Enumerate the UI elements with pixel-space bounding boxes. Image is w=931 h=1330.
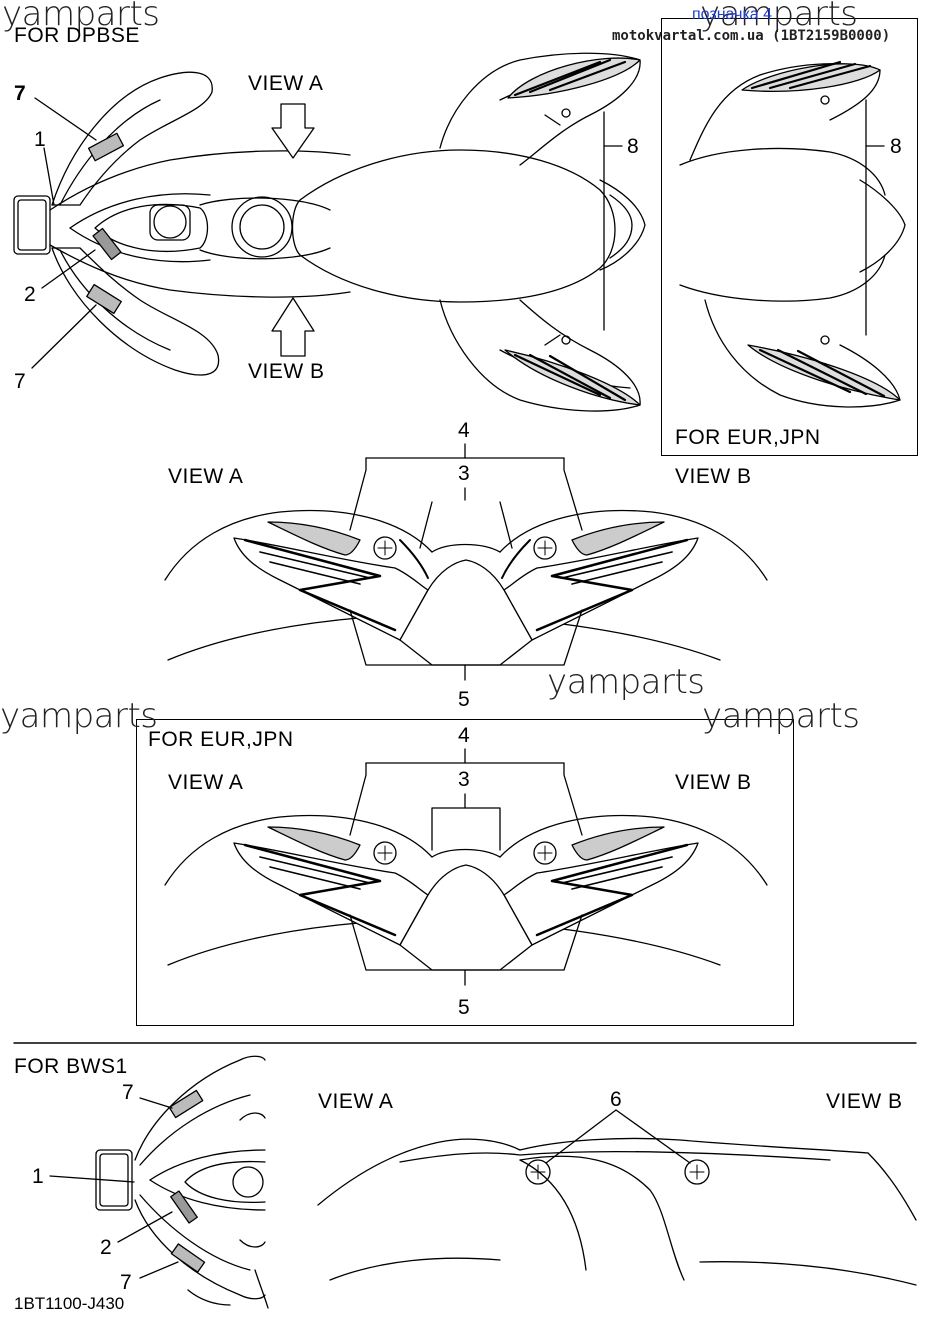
callout-7: 7: [14, 370, 26, 393]
watermark: yamparts: [702, 696, 860, 736]
view-b-label: VIEW B: [675, 771, 752, 794]
callout-2: 2: [24, 283, 36, 306]
watermark: yamparts: [700, 0, 858, 34]
eur-jpn-mid-box: [136, 719, 794, 1026]
callout-5: 5: [458, 996, 470, 1019]
for-eur-jpn-label: FOR EUR,JPN: [675, 426, 821, 449]
view-b-label: VIEW B: [826, 1090, 903, 1113]
callout-4: 4: [458, 419, 470, 442]
for-eur-jpn-label: FOR EUR,JPN: [148, 728, 294, 751]
callout-1: 1: [32, 1165, 44, 1188]
atv-body-top-view: [13, 52, 646, 412]
callout-1: 1: [34, 128, 46, 151]
callout-6: 6: [610, 1088, 622, 1111]
diagram-code: 1BT1100-J430: [14, 1294, 125, 1313]
eur-jpn-top-box: [661, 18, 918, 456]
callout-3: 3: [458, 462, 470, 485]
view-a-label: VIEW A: [168, 771, 244, 794]
site-link[interactable]: motokvartal.com.ua (1BT2159B0000): [612, 28, 891, 44]
bws1-view-a-b: [317, 1109, 917, 1286]
eur-jpn-rear-view: [679, 60, 906, 408]
watermark: yamparts: [547, 662, 705, 702]
watermark: yamparts: [0, 696, 158, 736]
view-b-label: VIEW B: [675, 465, 752, 488]
watermark: yamparts: [2, 0, 160, 34]
view-a-label: VIEW A: [248, 72, 324, 95]
callout-4: 4: [458, 724, 470, 747]
for-bws1-label: FOR BWS1: [14, 1055, 128, 1078]
callout-8: 8: [627, 135, 639, 158]
view-a-b-decals: [164, 443, 768, 681]
eur-jpn-view-a-b-decals: [164, 748, 768, 986]
callout-2: 2: [100, 1236, 112, 1259]
bws1-front-view: [49, 1055, 269, 1309]
callout-7: 7: [122, 1081, 134, 1104]
view-a-label: VIEW A: [318, 1090, 394, 1113]
marker-link[interactable]: позначка 4: [692, 6, 773, 23]
callout-5: 5: [458, 688, 470, 711]
for-dpbse-label: FOR DPBSE: [14, 24, 140, 47]
callout-3: 3: [458, 768, 470, 791]
view-b-label: VIEW B: [248, 360, 325, 383]
callout-8: 8: [890, 135, 902, 158]
callout-7: 7: [120, 1271, 132, 1294]
callout-7: 7: [14, 82, 26, 105]
view-a-label: VIEW A: [168, 465, 244, 488]
